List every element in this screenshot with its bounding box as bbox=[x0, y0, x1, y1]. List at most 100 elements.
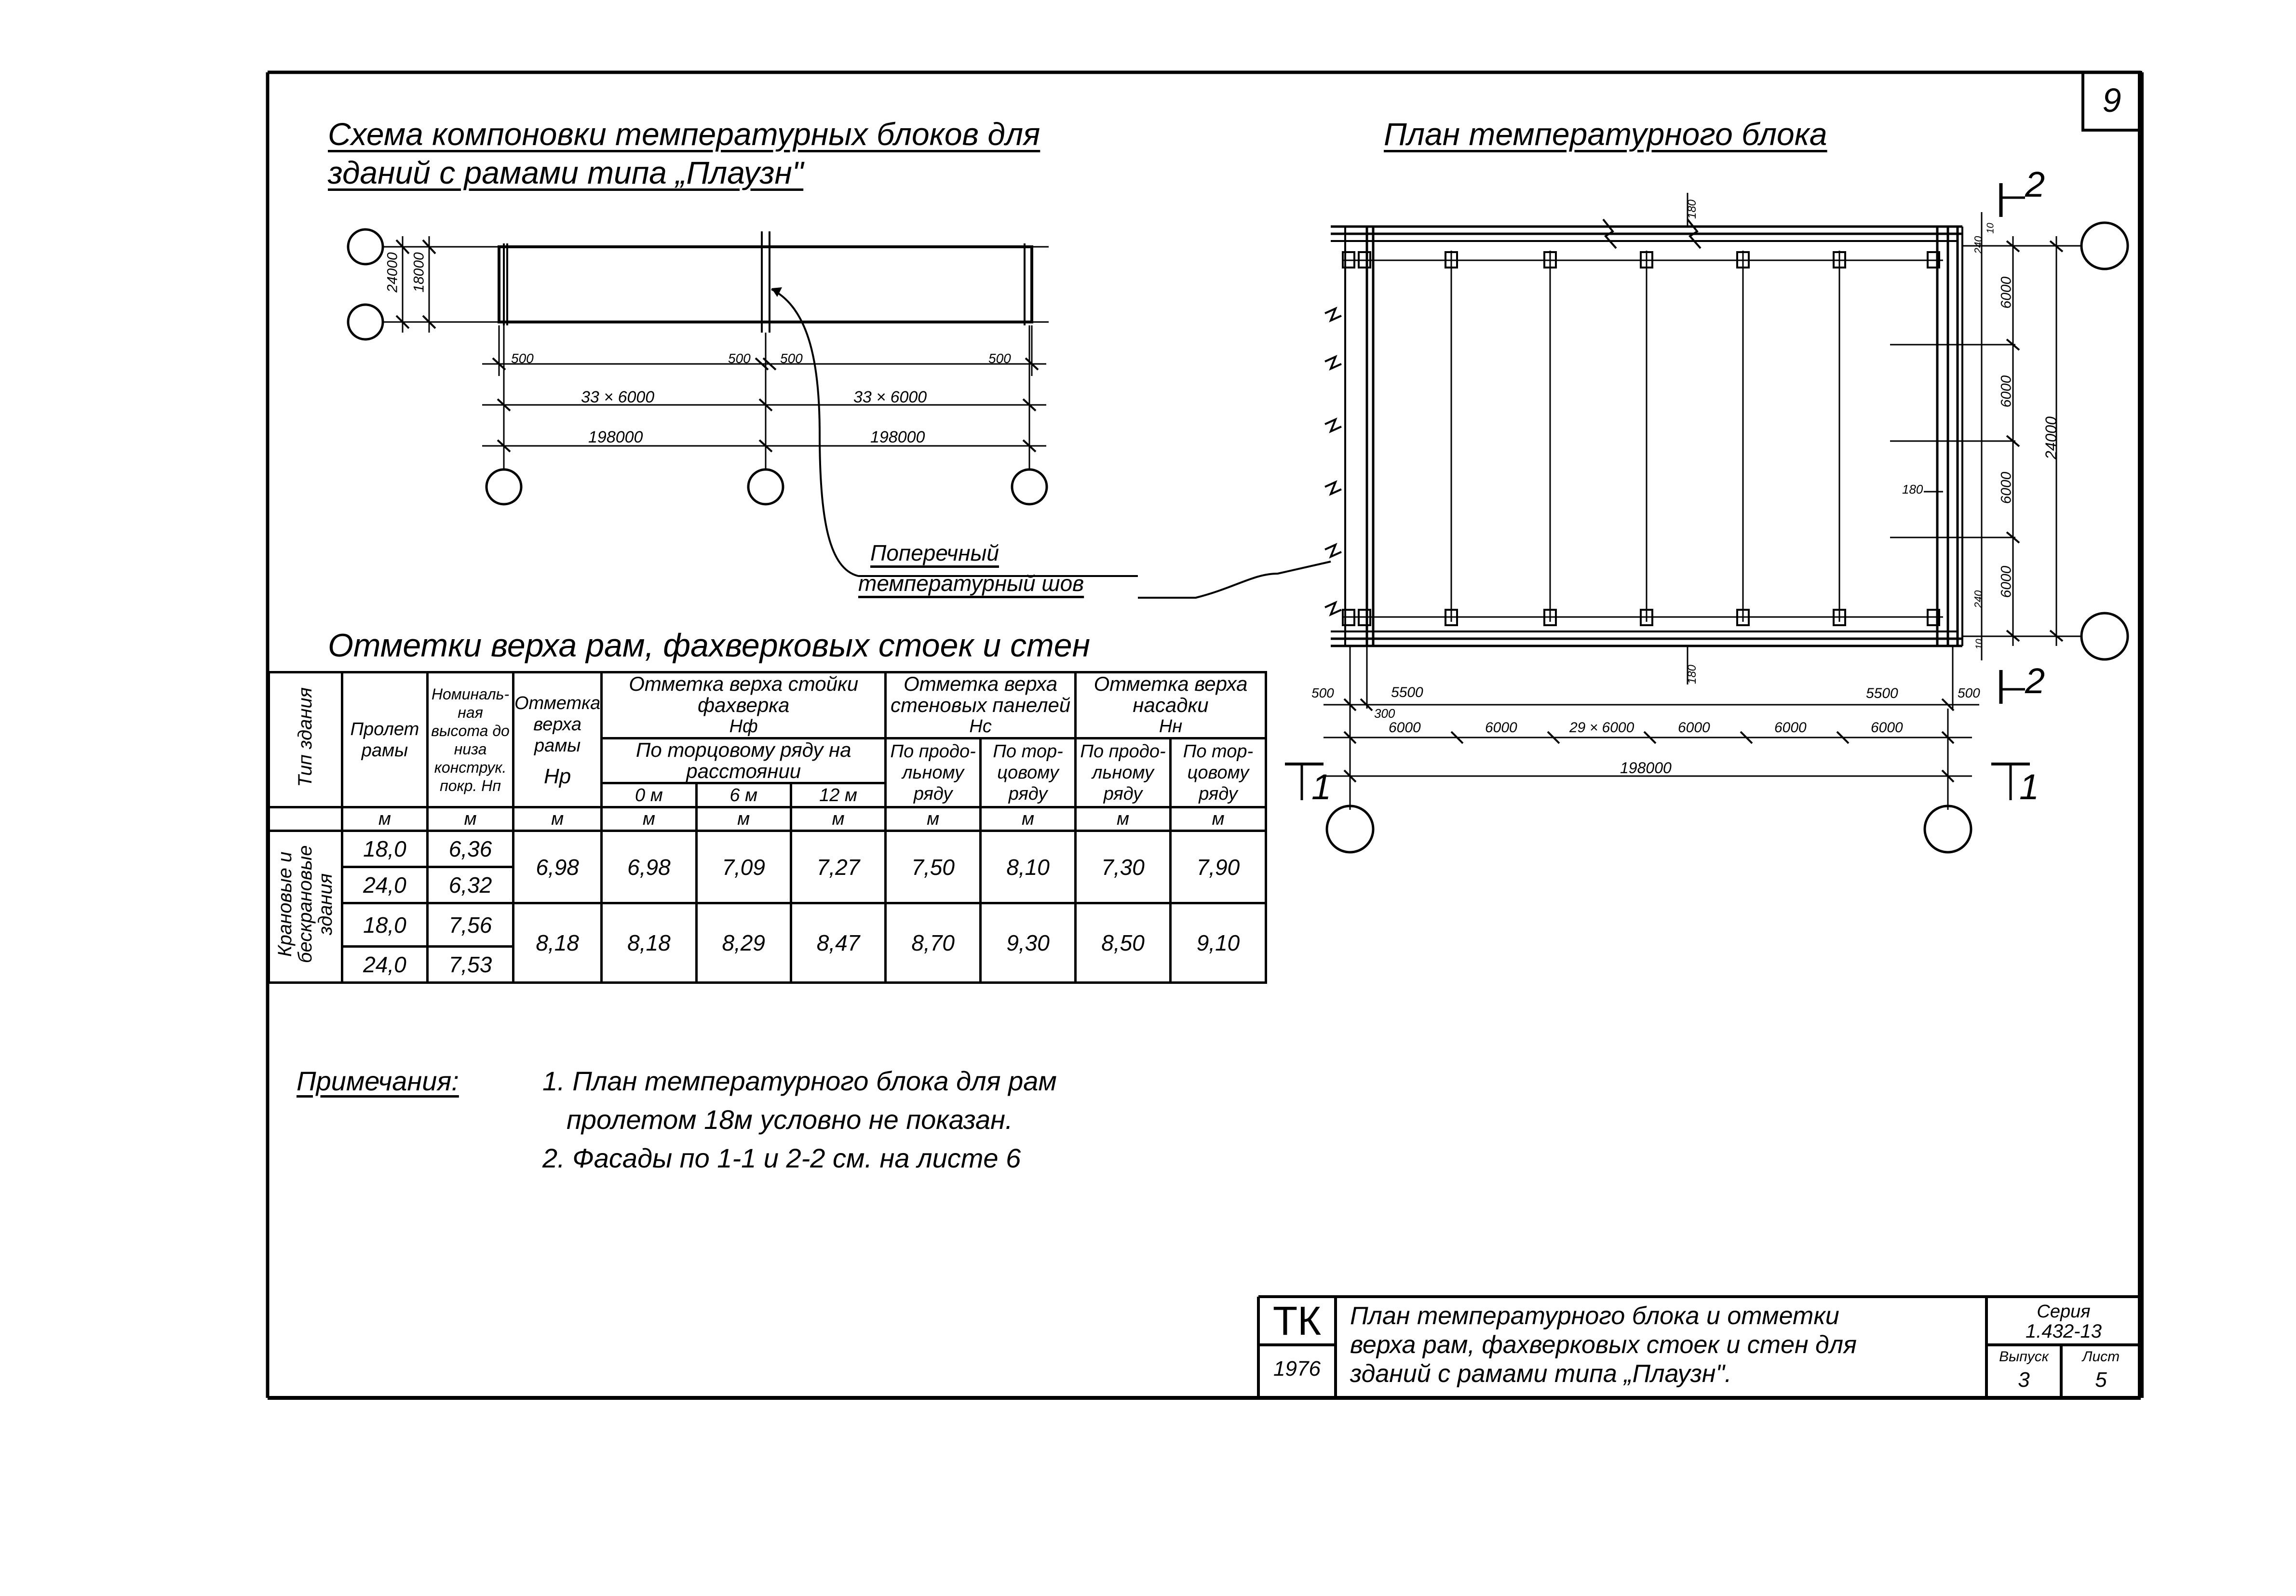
sheet-value: 5 bbox=[2095, 1368, 2107, 1392]
unit-cell: м bbox=[979, 806, 1077, 832]
plan-section-2-bottom: 2 bbox=[2025, 661, 2045, 701]
marks-table: Тип здания Пролет рамы Номиналь-ная высо… bbox=[268, 671, 1268, 984]
joint-label-line2: температурный шов bbox=[858, 571, 1084, 596]
plan-title: План температурного блока bbox=[1384, 116, 1827, 152]
header-d12: 12 м bbox=[789, 782, 887, 808]
nominal-cell: 7,56 bbox=[426, 902, 514, 948]
unit-cell: м bbox=[884, 806, 982, 832]
cap-end-cell: 7,90 bbox=[1169, 830, 1268, 904]
plan-section-2-top: 2 bbox=[2025, 164, 2045, 204]
dim-total-right: 198000 bbox=[870, 428, 925, 446]
h6-cell: 8,29 bbox=[695, 902, 792, 984]
note-2: 2. Фасады по 1-1 и 2-2 см. на листе 6 bbox=[542, 1143, 1021, 1173]
plan-bottom-dim-2: 6000 bbox=[1485, 720, 1517, 736]
h12-cell: 7,27 bbox=[789, 830, 887, 904]
table-row: 24,0 6,32 bbox=[269, 866, 1266, 904]
plan-bottom-dim-6: 6000 bbox=[1871, 720, 1903, 736]
type-cell: Крановые и бескрановые здания bbox=[268, 830, 343, 984]
unit-cell: м bbox=[512, 806, 603, 832]
header-wall-long: По продо-льному ряду bbox=[884, 737, 982, 808]
h0-cell: 8,18 bbox=[600, 902, 698, 984]
unit-cell: м bbox=[340, 806, 429, 832]
scheme-title-line2: зданий с рамами типа „Плаузн" bbox=[328, 155, 804, 190]
dim-span-count-left: 33 × 6000 bbox=[581, 388, 655, 406]
dim-500-c: 500 bbox=[780, 351, 803, 366]
sheet-label: Лист bbox=[2082, 1349, 2120, 1365]
header-nominal: Номиналь-ная высота до низа конструк. по… bbox=[426, 671, 514, 808]
dim-span-count-right: 33 × 6000 bbox=[853, 388, 927, 406]
series-value: 1.432-13 bbox=[2026, 1321, 2102, 1342]
plan-bottom-dim-1: 6000 bbox=[1389, 720, 1421, 736]
header-type: Тип здания bbox=[268, 671, 343, 808]
org-logo: ТК bbox=[1272, 1298, 1322, 1343]
plan-bottom-dim-300: 300 bbox=[1374, 706, 1395, 721]
dim-500-b: 500 bbox=[728, 351, 751, 366]
description-line1: План температурного блока и отметки bbox=[1350, 1302, 1839, 1330]
hr-cell: 8,18 bbox=[512, 902, 603, 984]
header-span: Пролет рамы bbox=[340, 671, 429, 808]
header-post-top: Отметка верха стойки фахверка Нф bbox=[600, 671, 887, 739]
header-d0: 0 м bbox=[600, 782, 698, 808]
plan-bottom-dim-5: 6000 bbox=[1774, 720, 1807, 736]
wall-end-cell: 8,10 bbox=[979, 830, 1077, 904]
table-row: 18,0 7,56 8,18 8,18 8,29 8,47 8,70 9,30 … bbox=[269, 902, 1268, 984]
dim-total-left: 198000 bbox=[588, 428, 643, 446]
description-line3: зданий с рамами типа „Плаузн". bbox=[1350, 1360, 1732, 1388]
units-row: м м м м м м м м м м bbox=[268, 806, 1268, 832]
wall-long-cell: 7,50 bbox=[884, 830, 982, 904]
marks-table-title: Отметки верха рам, фахверковых стоек и с… bbox=[328, 627, 1090, 664]
unit-cell: м bbox=[600, 806, 698, 832]
unit-cell: м bbox=[695, 806, 792, 832]
wall-long-cell: 8,70 bbox=[884, 902, 982, 984]
series-label: Серия bbox=[2037, 1301, 2091, 1322]
plan-bottom-dim-5500-left: 5500 bbox=[1391, 684, 1423, 700]
plan-bottom-dim-500-left: 500 bbox=[1311, 685, 1334, 700]
plan-bottom-dim-3: 29 × 6000 bbox=[1569, 720, 1634, 736]
issue-value: 3 bbox=[2018, 1368, 2030, 1392]
plan-bottom-total: 198000 bbox=[1620, 759, 1672, 777]
header-wall: Отметка верха стеновых панелей Нс bbox=[884, 671, 1077, 739]
scheme-title-line1: Схема компоновки температурных блоков дл… bbox=[328, 116, 1040, 152]
header-cap-long: По продо-льному ряду bbox=[1074, 737, 1172, 808]
span-cell: 24,0 bbox=[340, 945, 429, 984]
cap-long-cell: 8,50 bbox=[1074, 902, 1172, 984]
unit-cell: м bbox=[1169, 806, 1268, 832]
h12-cell: 8,47 bbox=[789, 902, 887, 984]
table-row: Крановые и бескрановые здания 18,0 6,36 … bbox=[268, 830, 1268, 984]
plan-section-1-right: 1 bbox=[2019, 767, 2039, 807]
h6-cell: 7,09 bbox=[695, 830, 792, 904]
header-d6: 6 м bbox=[695, 782, 792, 808]
cap-end-cell: 9,10 bbox=[1169, 902, 1268, 984]
year: 1976 bbox=[1273, 1357, 1321, 1381]
plan-bottom-dim-500-right: 500 bbox=[1958, 685, 1980, 700]
sheet-number: 9 bbox=[2102, 81, 2121, 119]
nominal-cell: 6,32 bbox=[426, 866, 514, 904]
span-cell: 24,0 bbox=[340, 866, 429, 904]
dim-500-d: 500 bbox=[988, 351, 1011, 366]
plan-bottom-dim-5500-right: 5500 bbox=[1866, 685, 1898, 701]
description-line2: верха рам, фахверковых стоек и стен для bbox=[1350, 1331, 1857, 1359]
cap-long-cell: 7,30 bbox=[1074, 830, 1172, 904]
dim-500-a: 500 bbox=[511, 351, 534, 366]
note-1-line2: пролетом 18м условно не показан. bbox=[567, 1104, 1013, 1135]
wall-end-cell: 9,30 bbox=[979, 902, 1077, 984]
span-cell: 18,0 bbox=[340, 902, 429, 948]
h0-cell: 6,98 bbox=[600, 830, 698, 904]
nominal-cell: 6,36 bbox=[426, 830, 514, 868]
header-post-sub: По торцовому ряду на расстоянии bbox=[600, 737, 887, 784]
joint-label-line1: Поперечный bbox=[870, 540, 999, 565]
issue-label: Выпуск bbox=[1999, 1349, 2049, 1365]
plan-section-1-left: 1 bbox=[1311, 767, 1332, 807]
hr-cell: 6,98 bbox=[512, 830, 603, 904]
header-frame-top: Отметка верха рамы Нр bbox=[512, 671, 603, 808]
plan-bottom-dim-4: 6000 bbox=[1678, 720, 1710, 736]
span-cell: 18,0 bbox=[340, 830, 429, 868]
unit-cell: м bbox=[1074, 806, 1172, 832]
table-row: 24,0 7,53 bbox=[269, 945, 1266, 984]
header-cap: Отметка верха насадки Нн bbox=[1074, 671, 1267, 739]
unit-cell: м bbox=[426, 806, 514, 832]
